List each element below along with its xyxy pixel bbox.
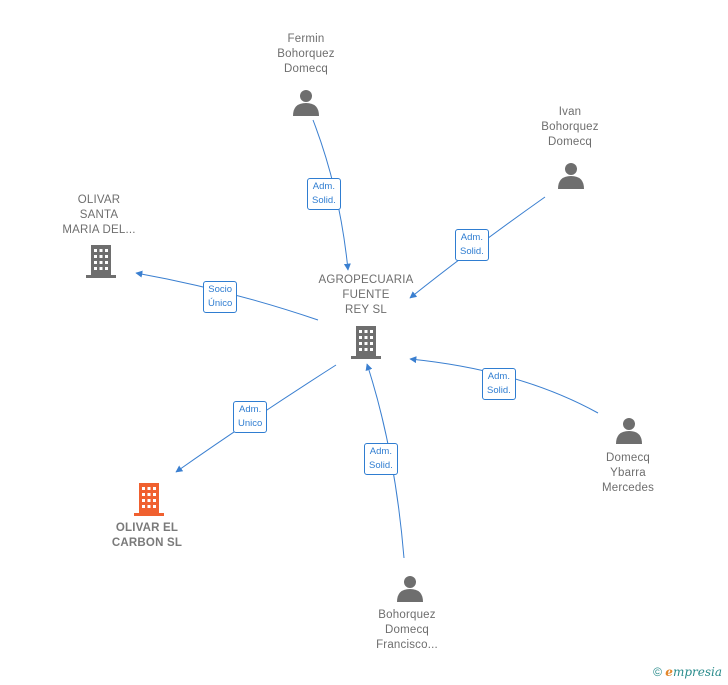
person-icon (293, 90, 319, 116)
node-label-center[interactable]: AGROPECUARIA FUENTE REY SL (318, 274, 414, 316)
node-label-olivar-santa[interactable]: OLIVAR SANTA MARIA DEL... (62, 194, 136, 236)
person-icon (558, 163, 584, 189)
brand-logo: empresia (665, 665, 722, 679)
node-label-francisco[interactable]: Bohorquez Domecq Francisco... (376, 609, 438, 651)
edge-badge-francisco: Adm. Solid. (364, 443, 398, 475)
edge-badge-fermin: Adm. Solid. (307, 178, 341, 210)
copyright-symbol: © (653, 665, 662, 679)
building-icon (134, 483, 164, 516)
footer-brand: © empresia (653, 665, 722, 679)
building-icon (351, 326, 381, 359)
building-icon (86, 245, 116, 278)
edge-badge-olivar-carbon: Adm. Unico (233, 401, 268, 433)
node-label-olivar-carbon[interactable]: OLIVAR EL CARBON SL (111, 522, 183, 549)
node-label-fermin[interactable]: Fermin Bohorquez Domecq (277, 33, 335, 75)
node-label-domecq-ybarra[interactable]: Domecq Ybarra Mercedes (601, 452, 655, 494)
edge-badge-domecq: Adm. Solid. (482, 368, 516, 400)
edge-badge-olivar-santa: Socio Único (203, 281, 238, 313)
person-icon (397, 576, 423, 602)
node-label-ivan[interactable]: Ivan Bohorquez Domecq (541, 106, 599, 148)
edge-badge-ivan: Adm. Solid. (455, 229, 489, 261)
person-icon (616, 418, 642, 444)
